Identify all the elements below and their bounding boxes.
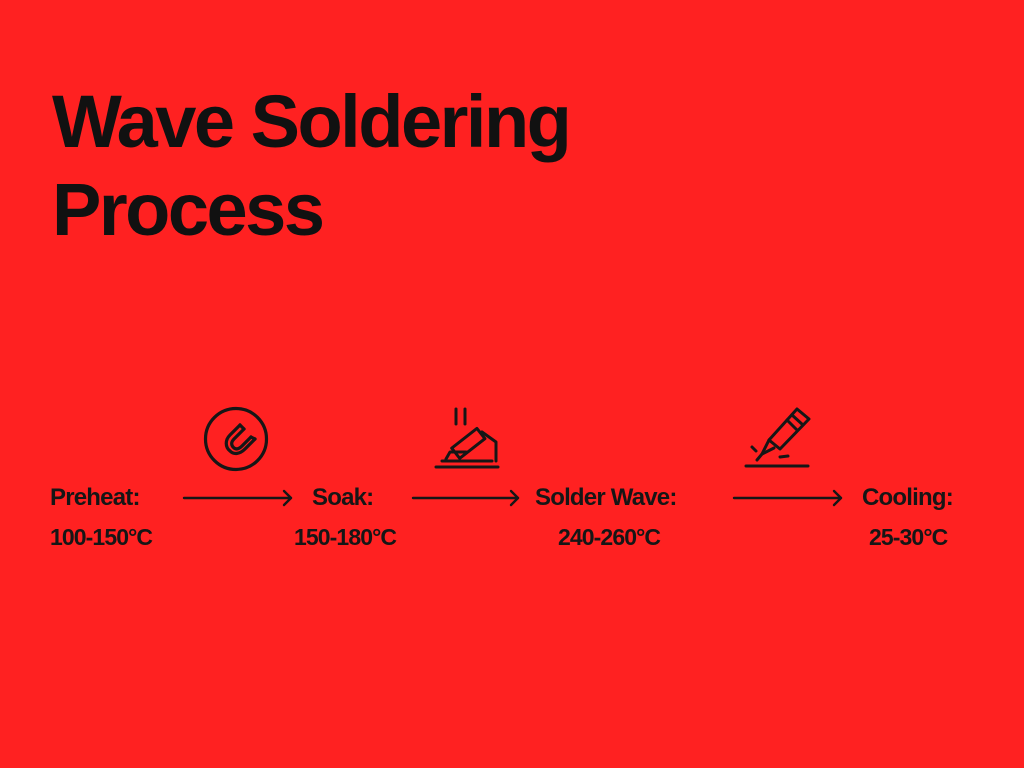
step-temperature: 150-180°C	[294, 524, 397, 550]
step-soak: Soak: 150-180°C	[294, 483, 397, 552]
step-label: Preheat:	[50, 484, 140, 511]
step-solder-wave: Solder Wave: 240-260°C	[535, 483, 677, 552]
step-temperature: 100-150°C	[50, 524, 153, 550]
solder-iron-heat-icon	[432, 406, 502, 470]
solder-pen-icon	[744, 404, 814, 470]
arrow-soak-to-solder-wave	[411, 486, 522, 510]
step-temperature: 25-30°C	[869, 524, 948, 550]
arrow-preheat-to-soak	[182, 486, 295, 510]
step-label: Solder Wave:	[535, 484, 677, 511]
step-label: Cooling:	[862, 484, 954, 511]
arrow-solder-wave-to-cooling	[732, 486, 845, 510]
step-cooling: Cooling: 25-30°C	[862, 483, 954, 552]
step-label: Soak:	[312, 484, 374, 511]
title-line-2: Process	[52, 168, 325, 251]
page-title: Wave Soldering Process	[52, 78, 572, 254]
magnet-icon	[203, 406, 269, 472]
step-temperature: 240-260°C	[558, 524, 661, 550]
title-line-1: Wave Soldering	[52, 80, 572, 163]
step-preheat: Preheat: 100-150°C	[50, 483, 153, 552]
